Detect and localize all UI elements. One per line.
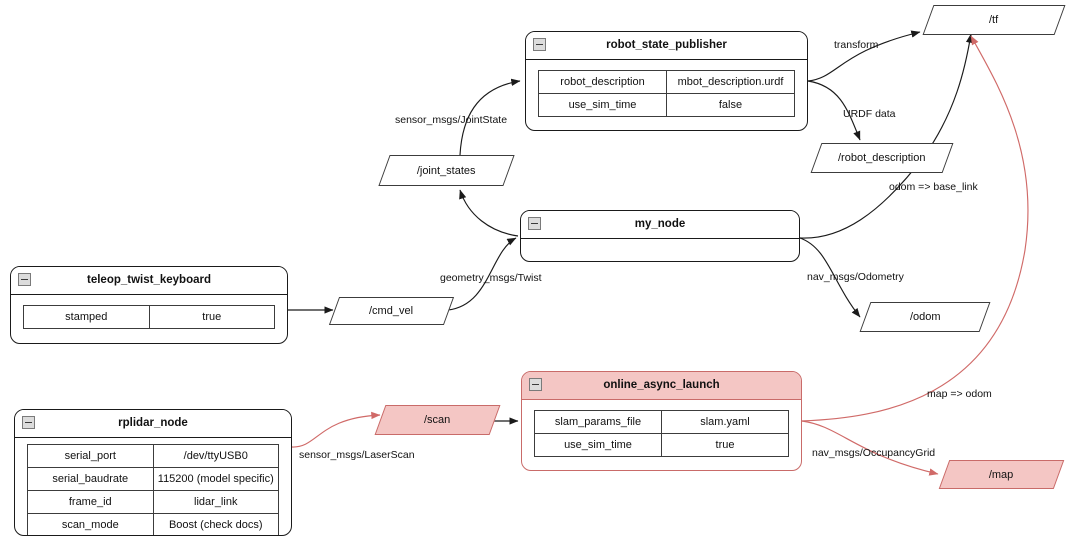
node-header: teleop_twist_keyboard [11,267,287,295]
topic-label: /map [989,468,1014,481]
topic-tf[interactable]: /tf [922,5,1066,35]
node-my-node[interactable]: my_node [520,210,800,262]
node-rplidar-node[interactable]: rplidar_node serial_port /dev/ttyUSB0 se… [14,409,292,536]
edge-rplidar-to-scan [291,411,381,448]
property-table: slam_params_file slam.yaml use_sim_time … [534,410,789,457]
topic-cmd-vel[interactable]: /cmd_vel [328,297,455,325]
prop-value: 115200 (model specific) [152,467,279,491]
edge-label-odom-base-link: odom => base_link [889,181,978,193]
edge-label-nav-msgs-occupancygrid: nav_msgs/OccupancyGrid [812,447,936,459]
topic-label: /scan [424,414,451,426]
topic-odom[interactable]: /odom [859,302,991,332]
prop-key: robot_description [538,70,667,94]
prop-value: true [148,305,275,329]
property-table: serial_port /dev/ttyUSB0 serial_baudrate… [27,444,279,535]
node-title: online_async_launch [603,379,720,391]
table-row: scan_mode Boost (check docs) [27,513,279,535]
edge-label-urdf-data: URDF data [843,108,896,120]
topic-label: /tf [989,14,999,26]
topic-label: /robot_description [838,152,926,164]
edge-label-map-odom: map => odom [927,388,992,400]
node-header: my_node [521,211,799,239]
node-body: stamped true [11,295,287,341]
table-row: frame_id lidar_link [27,490,279,514]
prop-key: frame_id [27,490,154,514]
collapse-minus-icon[interactable] [528,217,541,230]
table-row: stamped true [23,305,275,329]
table-row: serial_port /dev/ttyUSB0 [27,444,279,468]
table-row: slam_params_file slam.yaml [534,410,789,434]
edge-my-node-to-joint-states [459,189,519,237]
node-title: robot_state_publisher [606,39,727,51]
node-title: teleop_twist_keyboard [87,274,211,286]
node-teleop-twist-keyboard[interactable]: teleop_twist_keyboard stamped true [10,266,288,344]
topic-map[interactable]: /map [938,460,1065,489]
node-body: slam_params_file slam.yaml use_sim_time … [522,400,801,469]
node-title: rplidar_node [118,417,188,429]
topic-robot-description[interactable]: /robot_description [810,143,954,173]
node-online-async-launch[interactable]: online_async_launch slam_params_file sla… [521,371,802,471]
edge-label-geometry-msgs-twist: geometry_msgs/Twist [440,272,542,284]
collapse-minus-icon[interactable] [18,273,31,286]
edge-label-nav-msgs-odometry: nav_msgs/Odometry [807,271,904,283]
node-header: rplidar_node [15,410,291,438]
topic-scan[interactable]: /scan [374,405,501,435]
node-header: robot_state_publisher [526,32,807,60]
edge-label-sensor-msgs-jointstate: sensor_msgs/JointState [395,114,508,126]
prop-key: scan_mode [27,513,154,535]
node-body: serial_port /dev/ttyUSB0 serial_baudrate… [15,438,291,535]
topic-label: /odom [909,311,941,323]
table-row: robot_description mbot_description.urdf [538,70,795,94]
collapse-minus-icon[interactable] [533,38,546,51]
node-header: online_async_launch [522,372,801,400]
edge-label-transform: transform [834,39,879,51]
node-robot-state-publisher[interactable]: robot_state_publisher robot_description … [525,31,808,131]
prop-value: mbot_description.urdf [666,70,795,94]
collapse-minus-icon[interactable] [22,416,35,429]
prop-value: false [666,93,795,117]
prop-key: serial_port [27,444,154,468]
property-table: robot_description mbot_description.urdf … [538,70,795,117]
edge-oal-to-tf [801,35,1029,422]
prop-value: true [661,433,789,457]
topic-joint-states[interactable]: /joint_states [378,155,515,186]
prop-key: serial_baudrate [27,467,154,491]
table-row: use_sim_time false [538,93,795,117]
table-row: serial_baudrate 115200 (model specific) [27,467,279,491]
node-title: my_node [634,218,686,230]
collapse-minus-icon[interactable] [529,378,542,391]
edge-my-node-to-tf [799,33,974,239]
topic-label: /joint_states [417,164,476,177]
node-body: robot_description mbot_description.urdf … [526,60,807,129]
prop-value: /dev/ttyUSB0 [152,444,279,468]
table-row: use_sim_time true [534,433,789,457]
prop-key: stamped [23,305,150,329]
node-body [521,239,799,261]
prop-value: slam.yaml [661,410,789,434]
prop-key: slam_params_file [534,410,662,434]
prop-key: use_sim_time [538,93,667,117]
prop-key: use_sim_time [534,433,662,457]
topic-label: /cmd_vel [369,305,414,317]
property-table: stamped true [23,305,275,329]
prop-value: Boost (check docs) [152,513,279,535]
prop-value: lidar_link [152,490,279,514]
edge-label-sensor-msgs-laserscan: sensor_msgs/LaserScan [299,449,415,461]
